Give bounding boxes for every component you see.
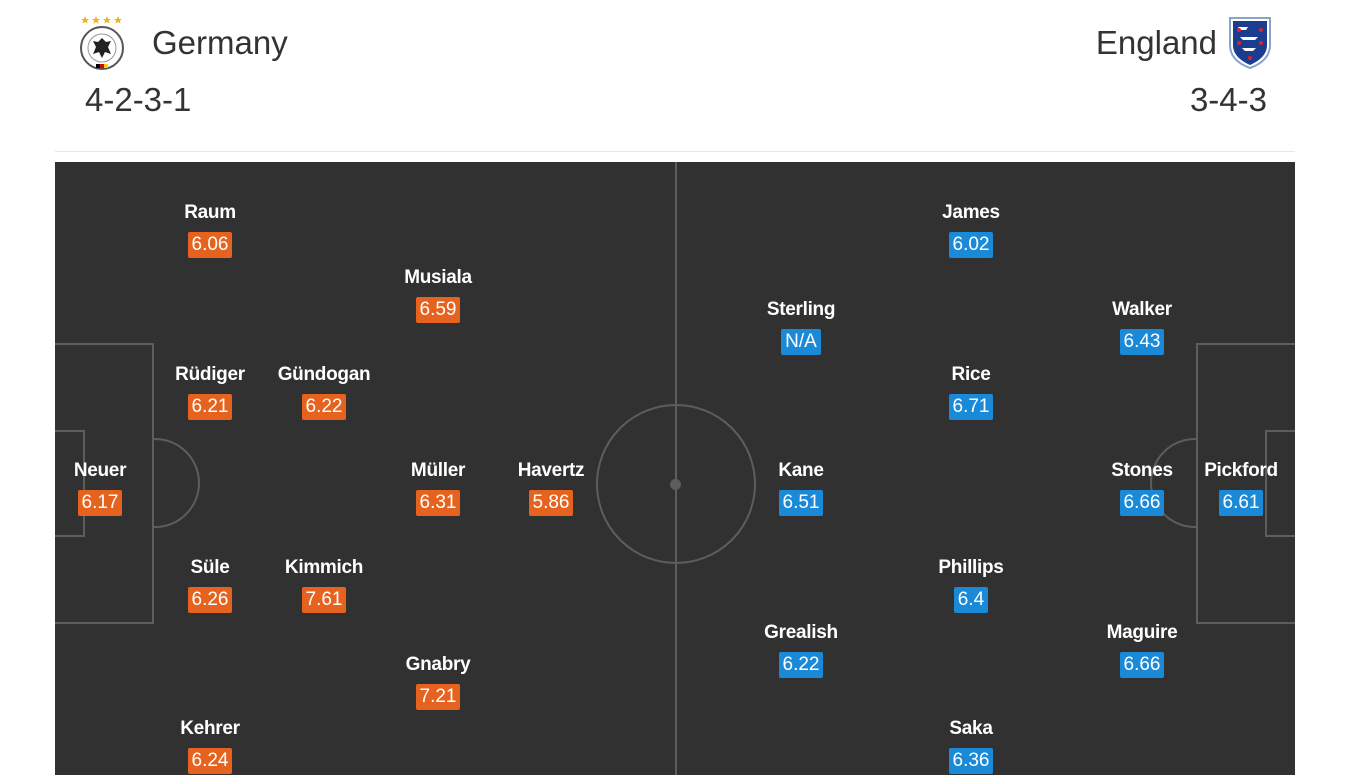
player-name: Sterling bbox=[766, 299, 836, 320]
player-name: Neuer bbox=[73, 460, 127, 481]
player-saka[interactable]: Saka 6.36 bbox=[911, 717, 1031, 774]
player-rating: 6.22 bbox=[778, 652, 824, 678]
player-name: Rice bbox=[951, 364, 991, 385]
player-name: James bbox=[942, 202, 1000, 223]
player-rating: 6.59 bbox=[415, 297, 461, 323]
player-neuer[interactable]: Neuer 6.17 bbox=[55, 459, 160, 516]
england-crest-icon bbox=[1229, 17, 1271, 70]
player-rating: 6.06 bbox=[187, 232, 233, 258]
player-name: Kehrer bbox=[180, 718, 240, 739]
player-sule[interactable]: Süle 6.26 bbox=[150, 556, 270, 613]
player-sterling[interactable]: Sterling N/A bbox=[741, 298, 861, 355]
player-name: Kimmich bbox=[284, 557, 364, 578]
player-gnabry[interactable]: Gnabry 7.21 bbox=[378, 653, 498, 710]
player-name: Stones bbox=[1111, 460, 1173, 481]
player-maguire[interactable]: Maguire 6.66 bbox=[1082, 621, 1202, 678]
away-team-name[interactable]: England bbox=[1095, 24, 1217, 61]
player-rice[interactable]: Rice 6.71 bbox=[911, 363, 1031, 420]
player-pickford[interactable]: Pickford 6.61 bbox=[1181, 459, 1295, 516]
player-name: Rüdiger bbox=[175, 364, 245, 385]
germany-crest-icon bbox=[80, 16, 124, 70]
player-rating: 6.17 bbox=[77, 490, 123, 516]
lineup-header: Germany 4-2-3-1 England 3-4-3 bbox=[0, 0, 1350, 152]
player-rating: 6.02 bbox=[948, 232, 994, 258]
player-gundogan[interactable]: Gündogan 6.22 bbox=[264, 363, 384, 420]
player-raum[interactable]: Raum 6.06 bbox=[150, 201, 270, 258]
player-rating: 6.31 bbox=[415, 490, 461, 516]
player-havertz[interactable]: Havertz 5.86 bbox=[491, 459, 611, 516]
player-name: Phillips bbox=[938, 557, 1004, 578]
away-formation: 3-4-3 bbox=[1189, 81, 1267, 118]
player-rating: 6.66 bbox=[1119, 652, 1165, 678]
home-team-name[interactable]: Germany bbox=[152, 24, 288, 61]
player-rating: 7.21 bbox=[415, 684, 461, 710]
player-rating: 5.86 bbox=[528, 490, 574, 516]
right-goal-area bbox=[1265, 430, 1295, 537]
player-name: Pickford bbox=[1204, 460, 1278, 481]
player-rating: 6.43 bbox=[1119, 329, 1165, 355]
player-rating: 6.66 bbox=[1119, 490, 1165, 516]
player-name: Kane bbox=[778, 460, 824, 481]
player-rating: 6.61 bbox=[1218, 490, 1264, 516]
player-rating: 6.21 bbox=[187, 394, 233, 420]
player-name: Maguire bbox=[1106, 622, 1178, 643]
player-kehrer[interactable]: Kehrer 6.24 bbox=[150, 717, 270, 774]
player-rating: 6.36 bbox=[948, 748, 994, 774]
player-name: Süle bbox=[190, 557, 230, 578]
player-name: Musiala bbox=[404, 267, 472, 288]
center-circle bbox=[596, 404, 756, 564]
player-rating: 6.24 bbox=[187, 748, 233, 774]
player-stones[interactable]: Stones 6.66 bbox=[1082, 459, 1202, 516]
player-rating: 6.26 bbox=[187, 587, 233, 613]
player-name: Raum bbox=[184, 202, 236, 223]
player-kimmich[interactable]: Kimmich 7.61 bbox=[264, 556, 384, 613]
player-musiala[interactable]: Musiala 6.59 bbox=[378, 266, 498, 323]
player-rating: 7.61 bbox=[301, 587, 347, 613]
left-penalty-area bbox=[55, 343, 154, 624]
left-goal-area bbox=[55, 430, 85, 537]
player-rating: N/A bbox=[781, 329, 821, 355]
player-rating: 6.4 bbox=[953, 587, 989, 613]
right-penalty-area bbox=[1196, 343, 1295, 624]
player-rudiger[interactable]: Rüdiger 6.21 bbox=[150, 363, 270, 420]
player-phillips[interactable]: Phillips 6.4 bbox=[911, 556, 1031, 613]
player-name: Müller bbox=[410, 460, 466, 481]
player-kane[interactable]: Kane 6.51 bbox=[741, 459, 861, 516]
player-grealish[interactable]: Grealish 6.22 bbox=[741, 621, 861, 678]
pitch: Neuer 6.17 Raum 6.06 Rüdiger 6.21 Süle 6… bbox=[55, 162, 1295, 775]
player-name: Gnabry bbox=[405, 654, 471, 675]
home-formation: 4-2-3-1 bbox=[85, 81, 192, 118]
player-name: Grealish bbox=[764, 622, 838, 643]
player-james[interactable]: James 6.02 bbox=[911, 201, 1031, 258]
player-muller[interactable]: Müller 6.31 bbox=[378, 459, 498, 516]
player-rating: 6.71 bbox=[948, 394, 994, 420]
player-rating: 6.51 bbox=[778, 490, 824, 516]
header-divider bbox=[55, 151, 1295, 152]
center-spot bbox=[670, 479, 681, 490]
player-walker[interactable]: Walker 6.43 bbox=[1082, 298, 1202, 355]
player-rating: 6.22 bbox=[301, 394, 347, 420]
player-name: Gündogan bbox=[277, 364, 371, 385]
player-name: Havertz bbox=[517, 460, 585, 481]
player-name: Walker bbox=[1112, 299, 1172, 320]
player-name: Saka bbox=[949, 718, 993, 739]
